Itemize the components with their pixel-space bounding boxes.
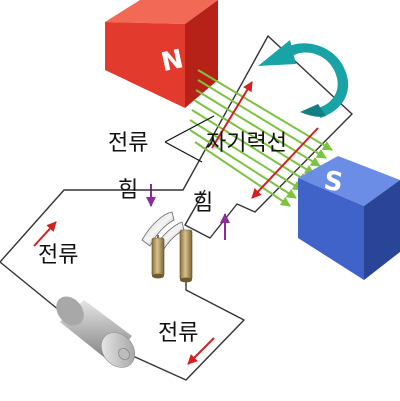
south-magnet-side xyxy=(364,180,400,280)
current-arrow-bottom xyxy=(187,337,215,365)
field-line xyxy=(193,99,315,175)
battery-back-cap xyxy=(56,296,84,326)
north-magnet-top xyxy=(105,0,218,24)
brush-left xyxy=(151,237,165,277)
labels: 전류 자기력선 힘 힘 전류 전류 xyxy=(38,131,287,346)
field-line xyxy=(194,141,291,207)
north-magnet-front xyxy=(105,22,185,108)
force-arrows xyxy=(146,184,230,240)
field-line xyxy=(197,79,327,159)
battery xyxy=(56,296,136,368)
brush-left-end xyxy=(152,273,164,279)
circuit-wire xyxy=(123,276,245,381)
label-pointers xyxy=(164,115,215,163)
field-line xyxy=(189,129,297,199)
label-force-right: 힘 xyxy=(193,191,213,216)
label-force-left: 힘 xyxy=(118,178,138,203)
label-current-bottom: 전류 xyxy=(158,321,198,346)
circuit-wire xyxy=(0,189,160,351)
battery-terminal xyxy=(118,348,130,360)
pointer-line xyxy=(164,141,203,163)
rotation-arrow-head xyxy=(258,40,296,66)
rotation-arrow xyxy=(258,40,349,118)
south-magnet: S xyxy=(298,156,400,280)
current-arrow-lower xyxy=(251,127,319,199)
field-lines xyxy=(189,69,333,207)
rotation-arrow-tail xyxy=(300,104,326,117)
label-field-lines: 자기력선 xyxy=(206,131,287,156)
current-arrow-upper xyxy=(211,81,253,149)
rotation-arrow-body xyxy=(286,43,349,118)
label-current-top: 전류 xyxy=(108,131,148,156)
south-magnet-top xyxy=(298,156,400,206)
coil-current-arrows xyxy=(211,81,319,199)
south-pole-label: S xyxy=(322,166,346,199)
south-magnet-front xyxy=(298,178,364,280)
field-line xyxy=(195,89,321,167)
brush-right xyxy=(179,229,193,281)
north-magnet-side xyxy=(185,0,218,108)
brushes xyxy=(151,229,193,283)
current-arrow-left xyxy=(33,221,57,247)
circuit-current-arrows xyxy=(33,221,215,365)
coil-loop xyxy=(160,35,353,239)
north-magnet: N xyxy=(105,0,218,108)
pointer-line xyxy=(164,115,215,143)
label-current-left: 전류 xyxy=(38,243,78,268)
brush-right-end xyxy=(180,277,192,283)
field-line xyxy=(189,119,303,191)
coil-wire xyxy=(160,35,353,239)
field-line xyxy=(191,109,309,183)
